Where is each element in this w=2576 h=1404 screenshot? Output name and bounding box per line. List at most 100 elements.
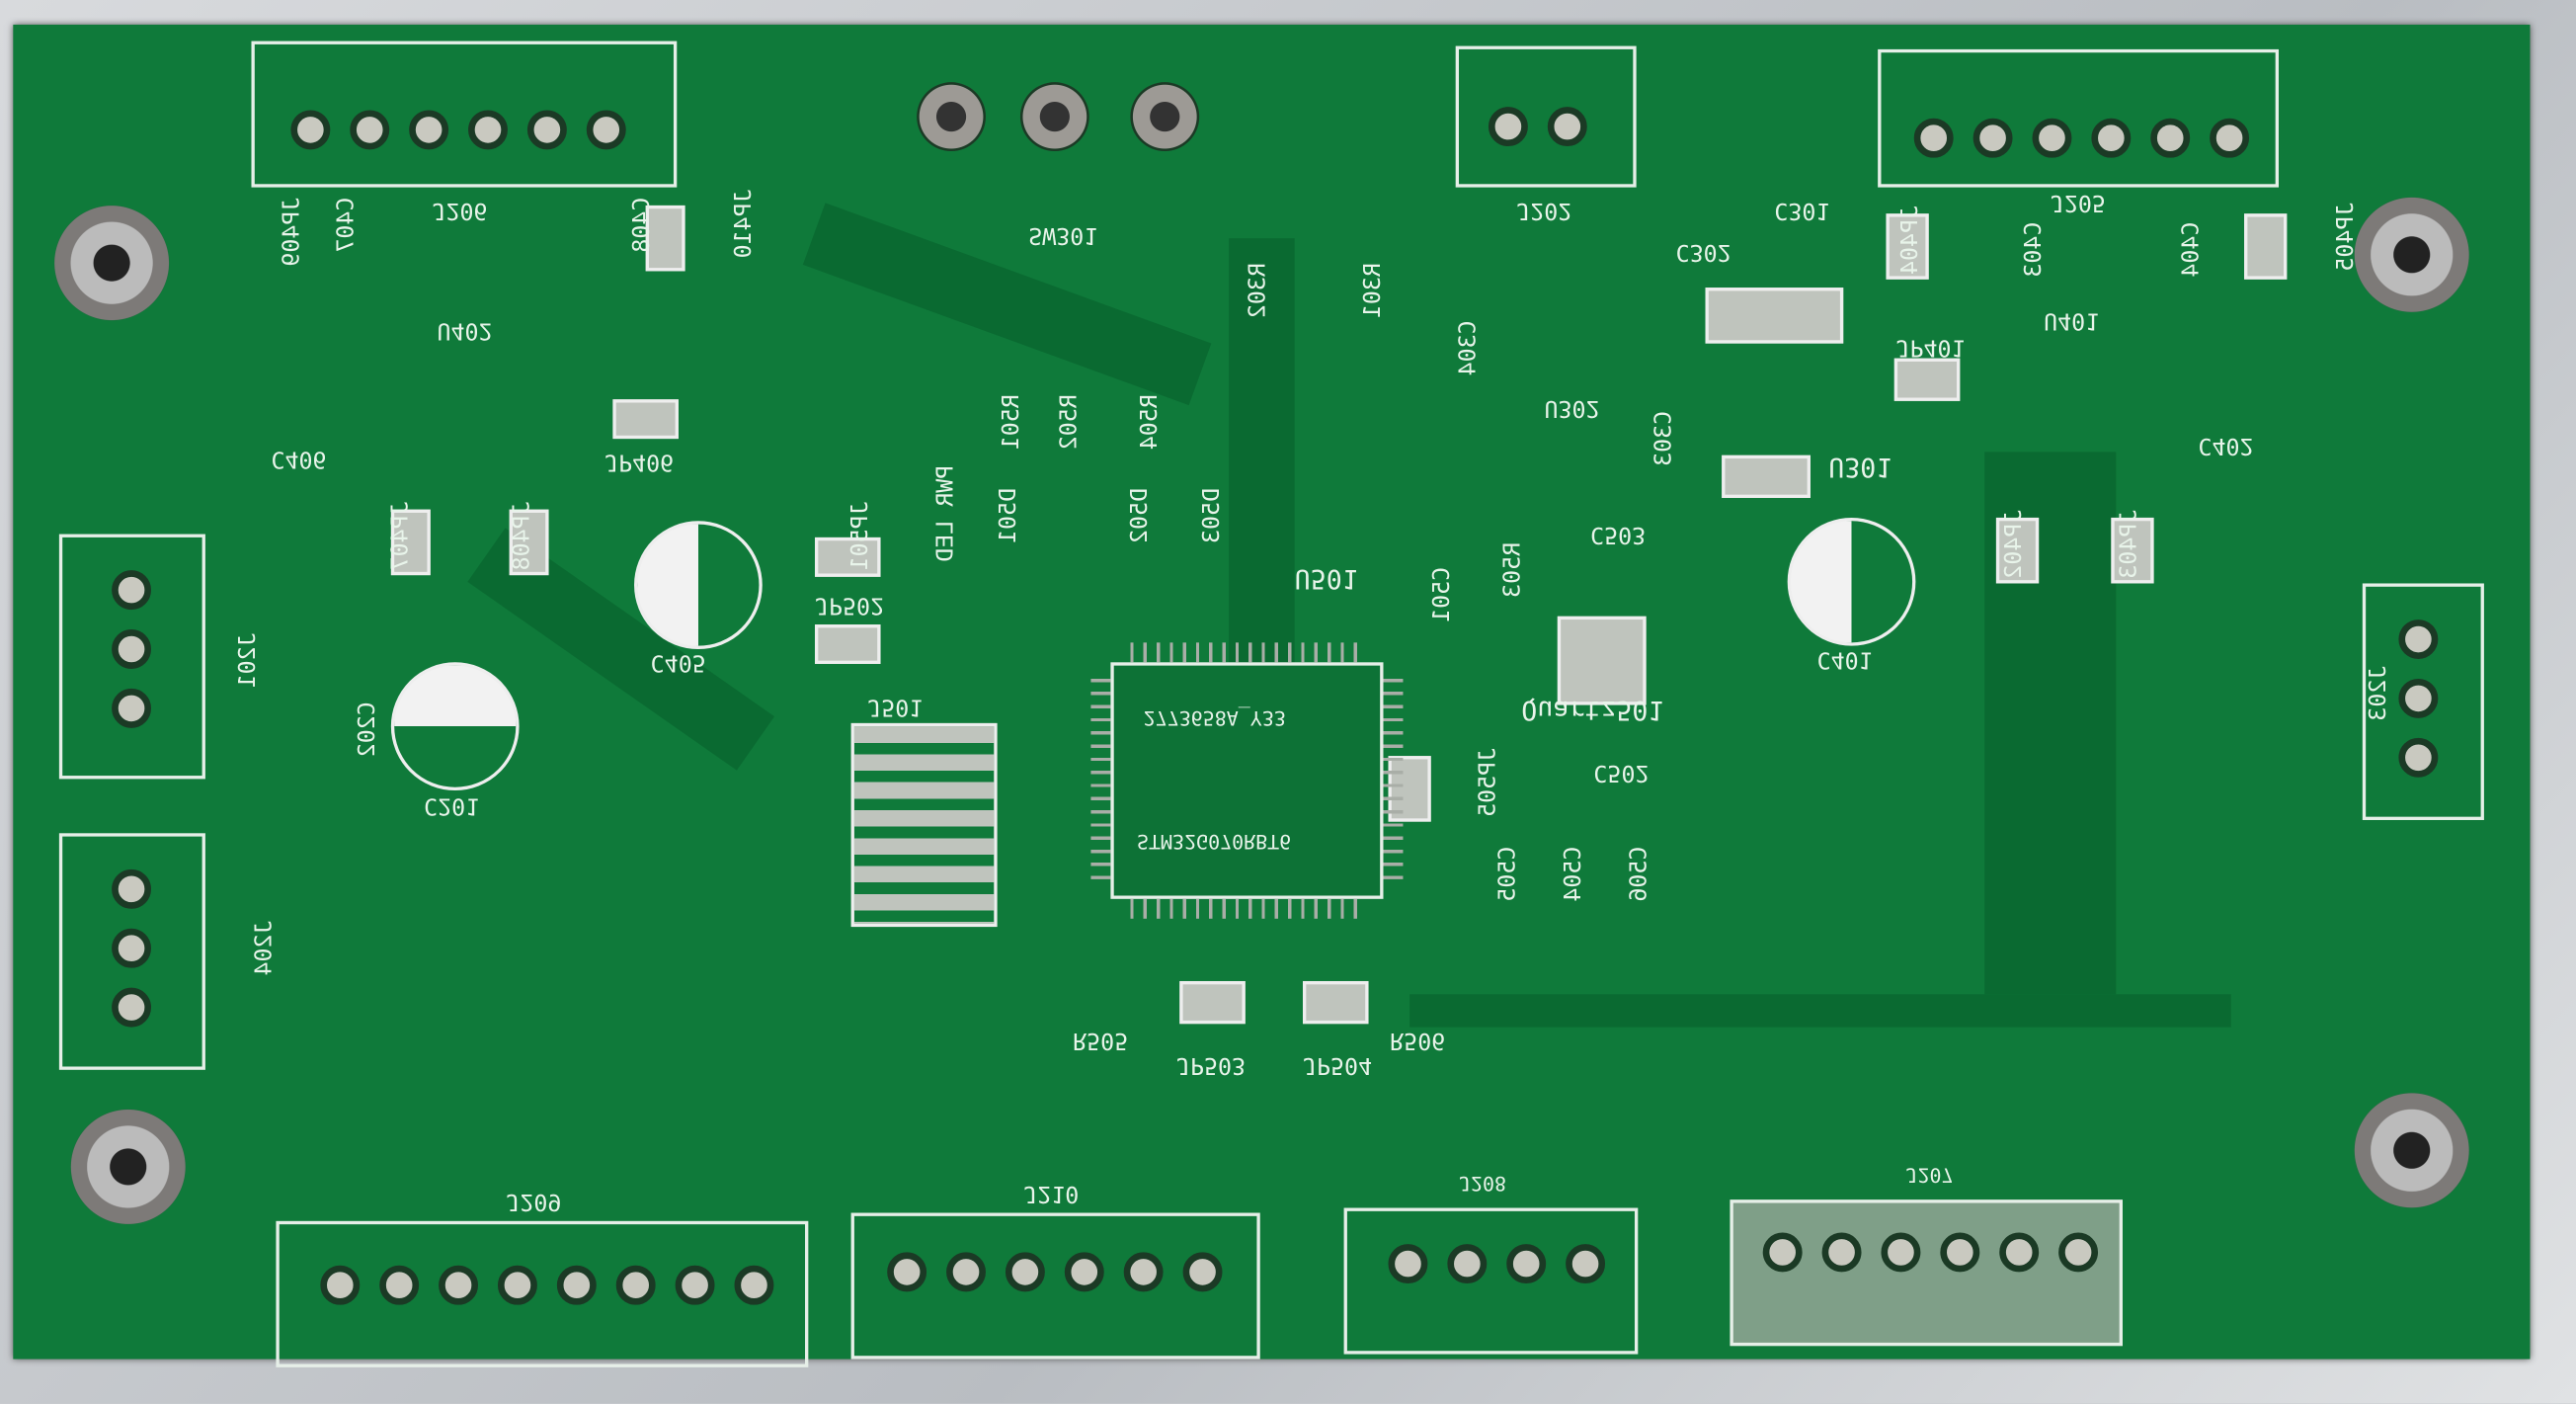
quartz-pads [1557,616,1647,705]
capacitor-c201 [390,662,520,791]
label-jp401: JP401 [1895,333,1966,361]
label-c202: C202 [355,702,381,758]
label-c506: C506 [1626,846,1653,902]
connector-j202 [1455,45,1637,188]
regulator-pads [1722,454,1811,498]
trace [802,203,1212,406]
label-jp405: JP405 [2332,202,2360,272]
trace [1229,238,1295,666]
label-j210: J210 [1023,1180,1080,1206]
pcb-board: 2773658A_Y33 STM32G070RBT6 J206 C407 C40… [13,24,2531,1367]
connector-j206 [251,41,678,188]
label-r301: R301 [1360,263,1387,319]
mcu-u501: 2773658A_Y33 STM32G070RBT6 [1090,642,1404,919]
jumper-pad [645,205,685,272]
label-c504: C504 [1561,846,1587,902]
jumper-pad [1886,213,1929,280]
label-c401: C401 [1816,645,1873,673]
label-c405: C405 [650,649,706,676]
label-j205: J205 [2050,189,2106,215]
label-j207: J207 [1905,1163,1954,1187]
label-jp503: JP503 [1175,1051,1247,1079]
jumper-pad [612,399,679,440]
label-j209: J209 [506,1188,562,1215]
label-j203: J203 [2366,665,2392,721]
connector-j209 [276,1220,809,1367]
label-c302: C302 [1675,238,1731,265]
label-c406: C406 [271,445,327,472]
mounting-hole [70,1109,186,1225]
label-r302: R302 [1245,263,1272,319]
label-jp504: JP504 [1302,1051,1373,1079]
jumper-pad [1302,980,1369,1025]
label-j206: J206 [432,197,488,224]
label-d502: D502 [1127,488,1154,544]
label-jp406: JP406 [604,449,675,475]
jumper-pad [1893,358,1961,401]
jumper-pad [1995,517,2040,584]
jumper-pad [509,509,549,576]
label-c503: C503 [1590,521,1647,547]
switch-pin [917,82,986,152]
label-r505: R505 [1073,1027,1129,1054]
label-c304: C304 [1455,320,1483,376]
switch-pin [1019,82,1089,152]
label-quartz501: Quartz501 [1521,695,1664,727]
jumper-pad [390,509,431,576]
label-jp505: JP505 [1475,747,1502,817]
label-u301: U301 [1828,452,1892,484]
jumper-pad [1179,980,1246,1025]
label-c303: C303 [1650,410,1678,466]
capacitor-c405 [634,521,763,650]
label-c301: C301 [1774,197,1830,224]
label-jp502: JP502 [814,591,885,619]
chip-code: 2773658A_Y33 [1143,706,1286,730]
label-j501: J501 [867,693,924,720]
label-jp407: JP407 [387,501,415,571]
regulator-pads [1705,288,1844,344]
label-jp404: JP404 [1897,205,1924,276]
label-u401: U401 [2044,307,2100,334]
label-jp402: JP402 [2000,509,2028,579]
label-r501: R501 [999,394,1025,451]
jumper-pad [2244,213,2288,280]
connector-j201 [58,534,205,780]
label-j202: J202 [1516,197,1572,224]
jumper-pad [814,624,881,664]
label-j204: J204 [251,920,279,976]
label-c407: C407 [333,197,361,253]
label-u302: U302 [1544,394,1600,421]
trace [1409,994,2231,1028]
label-j201: J201 [234,632,262,689]
connector-j203 [2362,583,2484,820]
label-r502: R502 [1056,394,1084,451]
jumper-pad [2111,517,2154,584]
mounting-hole [2354,197,2469,313]
label-c505: C505 [1494,846,1522,902]
label-jp408: JP408 [509,501,536,571]
label-jp501: JP501 [847,501,874,571]
label-c501: C501 [1429,566,1456,622]
connector-j205 [1878,48,2279,188]
label-jp403: JP403 [2116,509,2142,579]
connector-j208 [1343,1207,1639,1355]
label-j208: J208 [1459,1171,1507,1196]
label-jp409: JP409 [279,197,306,267]
label-d503: D503 [1199,488,1226,544]
label-jp410: JP410 [731,189,758,259]
label-c402: C402 [2198,432,2254,459]
header-j501-pads [850,722,998,928]
label-u501: U501 [1294,563,1358,596]
connector-j210 [850,1212,1260,1360]
label-c201: C201 [424,791,480,819]
mounting-hole [53,205,170,321]
label-d501: D501 [995,488,1022,544]
label-c502: C502 [1593,759,1650,786]
connector-j204 [58,833,205,1070]
label-sw301: SW301 [1028,221,1098,249]
label-pwr-led: PWR LED [932,464,960,562]
label-r504: R504 [1137,394,1164,451]
connector-j207 [1730,1199,2123,1347]
label-c408: C408 [629,197,656,253]
mounting-hole [2354,1093,2469,1208]
